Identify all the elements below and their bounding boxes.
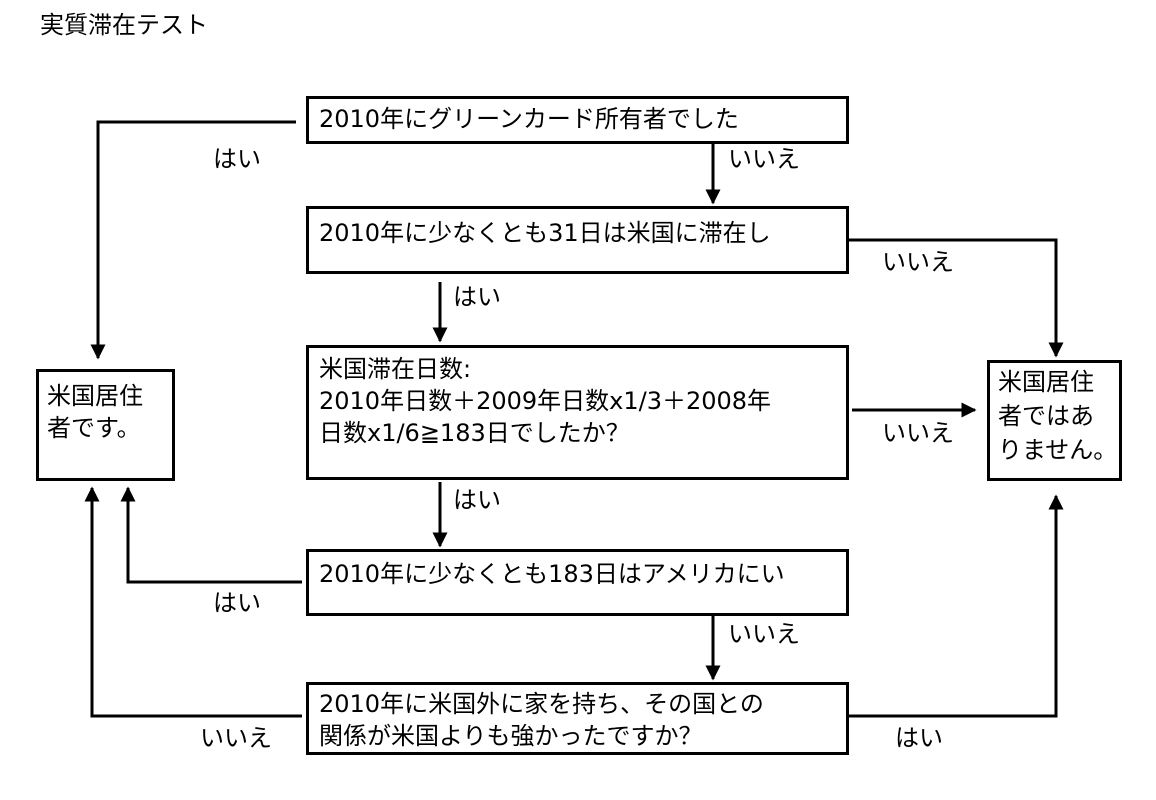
edge-label-q2-yes: はい: [453, 283, 501, 311]
result-nonresident-line1: 米国居住: [998, 368, 1094, 396]
node-31-days-text: 2010年に少なくとも31日は米国に滞在し: [319, 219, 771, 247]
node-closer-connection-line2: 関係が米国よりも強かったですか？: [319, 722, 703, 750]
result-resident-line2: 者です。: [47, 414, 141, 442]
node-weighted-days-line1: 米国滞在日数:: [319, 355, 472, 383]
edge-label-q5-no: いいえ: [200, 724, 272, 752]
node-closer-connection: 2010年に米国外に家を持ち、その国との 関係が米国よりも強かったですか？: [306, 682, 849, 755]
node-183-days-text: 2010年に少なくとも183日はアメリカにい: [319, 560, 785, 588]
edge-q4-yes: [120, 486, 302, 584]
result-nonresident-line3: りません。: [998, 436, 1118, 464]
edge-label-q3-no: いいえ: [882, 419, 954, 447]
edge-label-q4-no: いいえ: [728, 620, 800, 648]
node-31-days: 2010年に少なくとも31日は米国に滞在し: [306, 206, 849, 274]
node-green-card-text: 2010年にグリーンカード所有者でした: [319, 105, 739, 133]
edge-q5-no: [84, 486, 302, 718]
node-183-days: 2010年に少なくとも183日はアメリカにい: [306, 549, 849, 616]
node-weighted-days-line3: 日数x1/6≧183日でしたか？: [319, 419, 630, 447]
edge-label-q5-yes: はい: [895, 724, 943, 752]
result-resident: 米国居住 者です。: [36, 369, 175, 481]
edge-label-q1-no: いいえ: [728, 145, 800, 173]
result-resident-line1: 米国居住: [47, 382, 143, 410]
edge-q1-yes: [90, 120, 296, 360]
edge-label-q4-yes: はい: [213, 589, 261, 617]
result-nonresident-line2: 者ではあ: [998, 402, 1094, 430]
edge-q2-no: [848, 238, 1064, 358]
result-nonresident: 米国居住 者ではあ りません。: [987, 360, 1122, 481]
edge-q5-yes: [848, 494, 1064, 718]
node-green-card: 2010年にグリーンカード所有者でした: [306, 96, 849, 144]
edge-label-q3-yes: はい: [453, 486, 501, 514]
edge-label-q1-yes: はい: [213, 145, 261, 173]
node-closer-connection-line1: 2010年に米国外に家を持ち、その国との: [319, 690, 764, 718]
page-title: 実質滞在テスト: [40, 11, 208, 39]
node-weighted-days-line2: 2010年日数＋2009年日数x1/3＋2008年: [319, 387, 772, 415]
edge-label-q2-no: いいえ: [882, 248, 954, 276]
node-weighted-days: 米国滞在日数: 2010年日数＋2009年日数x1/3＋2008年 日数x1/6…: [306, 345, 849, 480]
